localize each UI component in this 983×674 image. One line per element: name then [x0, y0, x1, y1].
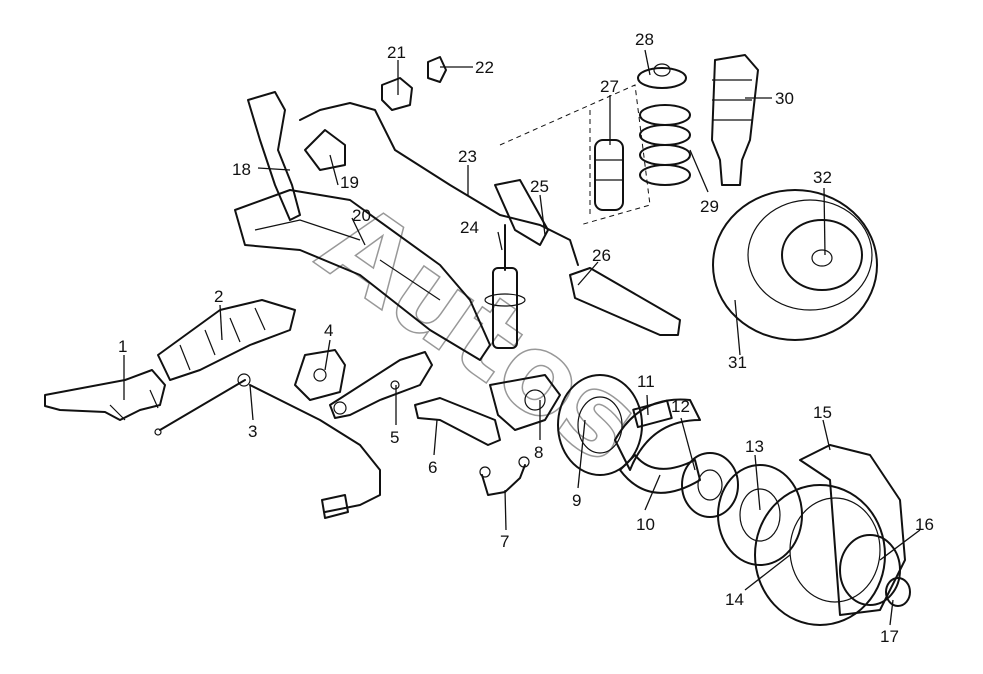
part-3-tie-rod	[154, 373, 381, 519]
part-26-trailing-arm	[569, 267, 681, 336]
callout-25: 25	[530, 177, 549, 196]
part-8-knuckle	[489, 374, 561, 431]
callout-32: 32	[813, 168, 832, 187]
part-16-hub-cap	[839, 534, 901, 606]
part-23-stabilizer-bar	[299, 102, 579, 266]
part-25-upper-link	[494, 179, 549, 246]
callout-26: 26	[592, 246, 611, 265]
part-22-clamp	[427, 56, 447, 83]
callout-labels: 1 2 3 4 5 6 7 8 9 10 11 12 13 14 15 16 1…	[118, 30, 934, 646]
callout-27: 27	[600, 77, 619, 96]
callout-31: 31	[728, 353, 747, 372]
callout-21: 21	[387, 43, 406, 62]
callout-17: 17	[880, 627, 899, 646]
callout-16: 16	[915, 515, 934, 534]
part-19-stabilizer-mount	[304, 129, 346, 171]
part-12-hub	[681, 452, 739, 518]
callout-6: 6	[428, 458, 437, 477]
callout-5: 5	[390, 428, 399, 447]
part-27-bump-stop	[594, 139, 624, 211]
part-29-coil-spring	[639, 104, 691, 186]
part-6-steering-arm	[414, 397, 501, 446]
part-15-tire-section	[799, 444, 906, 616]
callout-14: 14	[725, 590, 744, 609]
part-11-wheel-cylinder	[632, 399, 673, 429]
callout-12: 12	[671, 397, 690, 416]
part-24-strut	[484, 224, 526, 349]
callout-24: 24	[460, 218, 479, 237]
part-14-wheel-rim	[754, 484, 886, 626]
callout-13: 13	[745, 437, 764, 456]
callout-28: 28	[635, 30, 654, 49]
part-4-bracket	[294, 349, 346, 401]
callout-15: 15	[813, 403, 832, 422]
callout-20: 20	[352, 206, 371, 225]
part-30-shock-assembly	[711, 54, 759, 186]
callout-1: 1	[118, 337, 127, 356]
callout-18: 18	[232, 160, 251, 179]
part-31-spare-tire	[712, 189, 878, 341]
callout-30: 30	[775, 89, 794, 108]
part-7-brake-hose	[479, 456, 530, 496]
part-20-crossmember	[234, 189, 491, 361]
callout-2: 2	[214, 287, 223, 306]
leader-lines	[123, 49, 921, 626]
callout-4: 4	[324, 321, 333, 340]
part-18-brace	[247, 91, 301, 221]
callout-11: 11	[637, 372, 655, 391]
part-28-spring-seat	[637, 63, 687, 89]
assembly-line	[499, 84, 651, 226]
part-2-splash-shield	[157, 299, 296, 381]
callout-19: 19	[340, 173, 359, 192]
callout-10: 10	[636, 515, 655, 534]
part-17-center-cap	[885, 577, 911, 607]
part-21-bushing	[381, 77, 413, 111]
callout-22: 22	[475, 58, 494, 77]
callout-23: 23	[458, 147, 477, 166]
callout-7: 7	[500, 532, 509, 551]
callout-9: 9	[572, 491, 581, 510]
part-32-spare-wheel	[781, 219, 863, 291]
callout-8: 8	[534, 443, 543, 462]
part-5-control-arm	[329, 351, 433, 419]
part-1-mudguard	[44, 369, 166, 421]
callout-29: 29	[700, 197, 719, 216]
callout-3: 3	[248, 422, 257, 441]
